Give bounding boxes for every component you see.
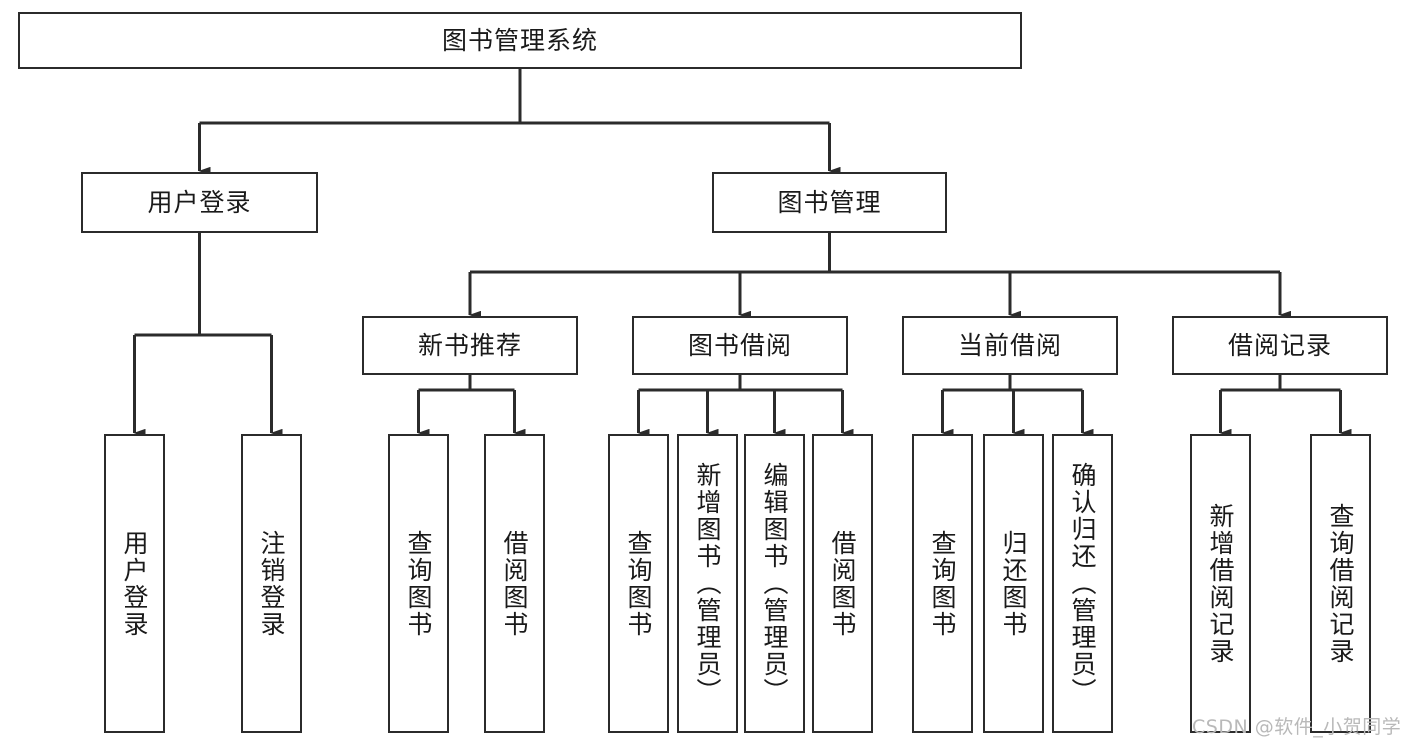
node-leaf-leaf-edit-book[interactable]: 编辑图书（管理员） xyxy=(744,434,805,733)
csdn-watermark: CSDN @软件_小贺同学 xyxy=(1192,716,1402,738)
node-label: 查询图书 xyxy=(404,529,433,638)
node-label: 新增借阅记录 xyxy=(1206,502,1235,665)
node-label: 图书管理 xyxy=(777,187,882,217)
node-leaf-leaf-query-book-1[interactable]: 查询图书 xyxy=(388,434,449,733)
node-leaf-leaf-borrow-book-1[interactable]: 借阅图书 xyxy=(484,434,545,733)
node-label: 图书管理系统 xyxy=(441,25,598,55)
node-l3-new-book-rec[interactable]: 新书推荐 xyxy=(362,316,578,375)
node-label: 借阅图书 xyxy=(500,529,529,638)
node-root-root[interactable]: 图书管理系统 xyxy=(18,12,1022,69)
node-label: 当前借阅 xyxy=(957,330,1062,360)
node-leaf-leaf-query-book-3[interactable]: 查询图书 xyxy=(912,434,973,733)
node-leaf-leaf-confirm-return[interactable]: 确认归还（管理员） xyxy=(1052,434,1113,733)
node-l2-user-login[interactable]: 用户登录 xyxy=(81,172,318,233)
node-label: 借阅图书 xyxy=(828,529,857,638)
node-label: 归还图书 xyxy=(999,529,1028,638)
node-leaf-leaf-add-book[interactable]: 新增图书（管理员） xyxy=(677,434,738,733)
node-label: 新书推荐 xyxy=(417,330,522,360)
node-leaf-leaf-user-login[interactable]: 用户登录 xyxy=(104,434,165,733)
node-label: 新增图书（管理员） xyxy=(693,462,722,705)
node-label: 注销登录 xyxy=(257,529,286,638)
node-leaf-leaf-query-record[interactable]: 查询借阅记录 xyxy=(1310,434,1371,733)
node-leaf-leaf-query-book-2[interactable]: 查询图书 xyxy=(608,434,669,733)
node-label: 确认归还（管理员） xyxy=(1068,462,1097,705)
node-leaf-leaf-add-record[interactable]: 新增借阅记录 xyxy=(1190,434,1251,733)
node-label: 图书借阅 xyxy=(687,330,792,360)
node-l2-book-manage[interactable]: 图书管理 xyxy=(712,172,947,233)
node-label: 编辑图书（管理员） xyxy=(760,462,789,705)
node-label: 查询图书 xyxy=(928,529,957,638)
node-label: 用户登录 xyxy=(120,529,149,638)
node-l3-borrow-record[interactable]: 借阅记录 xyxy=(1172,316,1388,375)
node-label: 查询借阅记录 xyxy=(1326,502,1355,665)
node-leaf-leaf-logout[interactable]: 注销登录 xyxy=(241,434,302,733)
node-l3-current-borrow[interactable]: 当前借阅 xyxy=(902,316,1118,375)
node-leaf-leaf-return-book[interactable]: 归还图书 xyxy=(983,434,1044,733)
node-leaf-leaf-borrow-book-2[interactable]: 借阅图书 xyxy=(812,434,873,733)
node-l3-book-borrow[interactable]: 图书借阅 xyxy=(632,316,848,375)
node-label: 借阅记录 xyxy=(1227,330,1332,360)
node-label: 用户登录 xyxy=(147,187,252,217)
node-label: 查询图书 xyxy=(624,529,653,638)
